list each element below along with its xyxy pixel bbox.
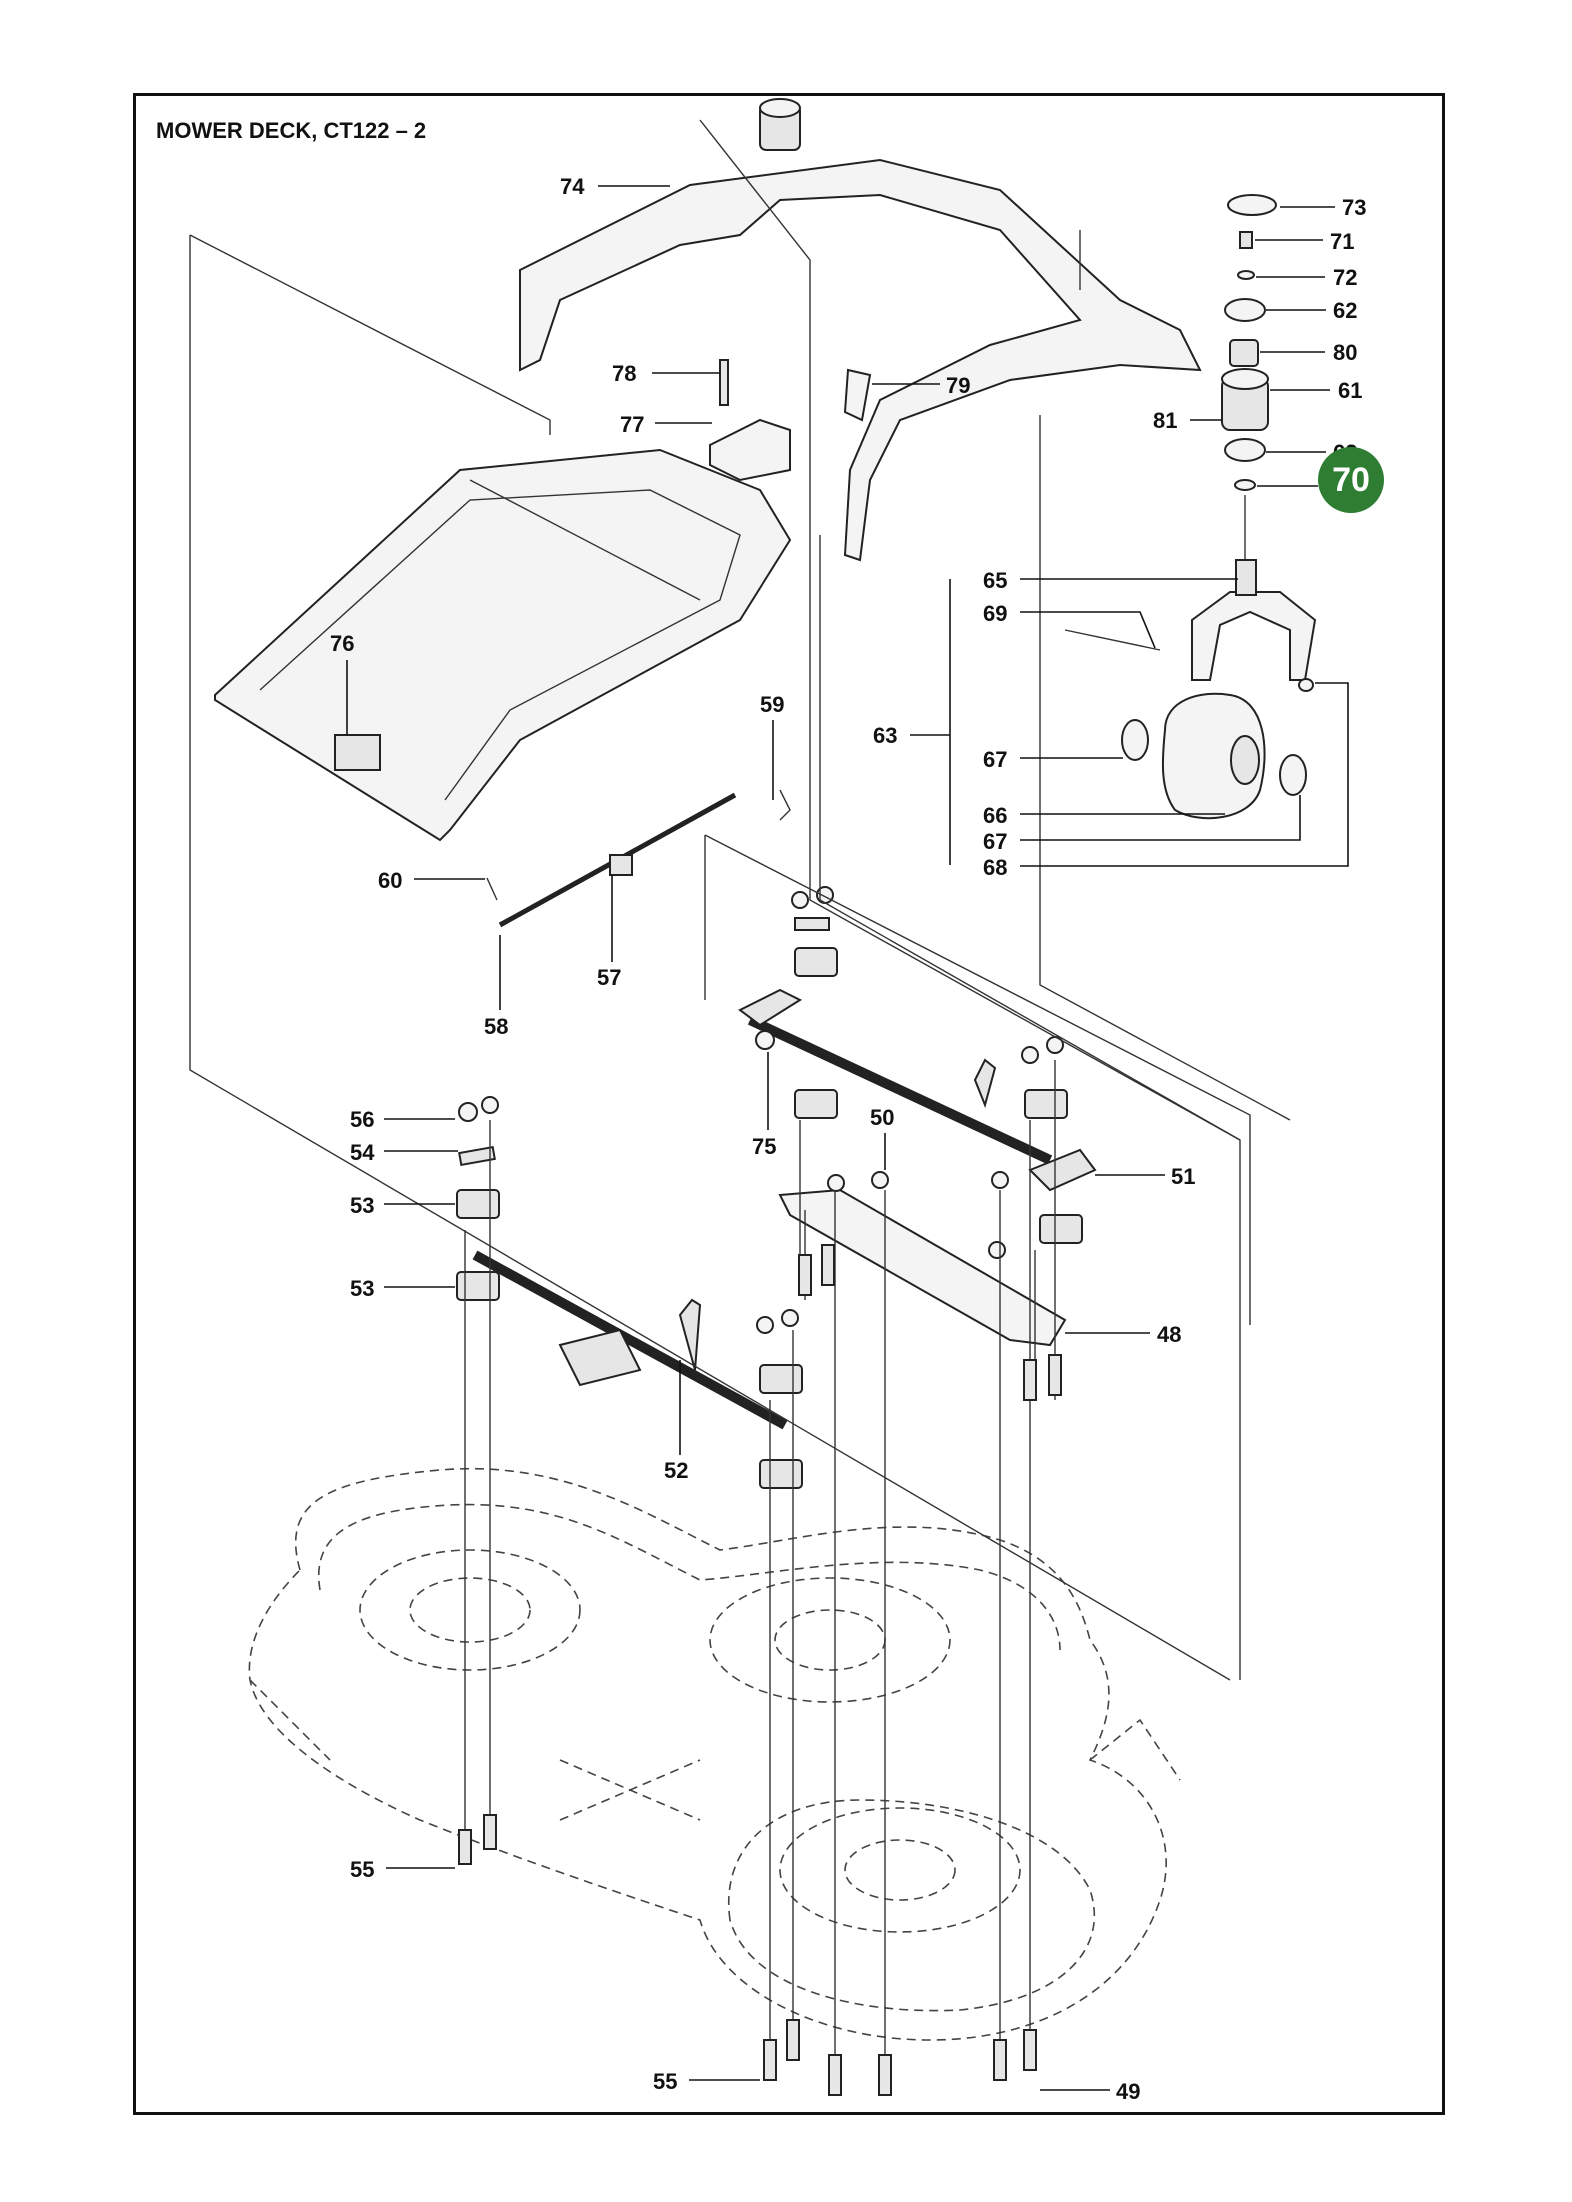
callout-54: 54 [350, 1140, 458, 1165]
label-81: 81 [1153, 408, 1177, 433]
label-73: 73 [1342, 195, 1366, 220]
label-79: 79 [946, 373, 970, 398]
label-78: 78 [612, 361, 636, 386]
callout-55-left: 55 [350, 1857, 455, 1882]
callout-61: 61 [1270, 378, 1362, 403]
callout-60: 60 [378, 868, 485, 893]
caster-wheel-assembly [1064, 194, 1317, 820]
callout-74: 74 [560, 174, 670, 199]
callout-67-bottom: 67 [983, 795, 1301, 854]
callout-73: 73 [1280, 195, 1366, 220]
callout-48: 48 [1065, 1322, 1181, 1347]
label-65: 65 [983, 568, 1007, 593]
callout-49: 49 [1040, 2079, 1140, 2104]
callout-72: 72 [1256, 265, 1357, 290]
callout-78: 78 [612, 361, 720, 386]
callout-51: 51 [1095, 1164, 1195, 1189]
label-53-bottom: 53 [350, 1276, 374, 1301]
label-55-left: 55 [350, 1857, 374, 1882]
rear-axle-51 [738, 988, 1097, 1192]
callout-53-top: 53 [350, 1193, 455, 1218]
callout-52: 52 [664, 1360, 688, 1483]
label-67-bottom: 67 [983, 829, 1007, 854]
label-67-top: 67 [983, 747, 1007, 772]
label-74: 74 [560, 174, 585, 199]
callout-59: 59 [760, 692, 784, 800]
label-63: 63 [873, 723, 897, 748]
callout-77: 77 [620, 412, 712, 437]
label-51: 51 [1171, 1164, 1195, 1189]
assembly-guide-lines [189, 119, 1291, 1681]
lift-frame [214, 448, 792, 842]
callout-75: 75 [752, 1052, 776, 1159]
page-title: MOWER DECK, CT122 – 2 [156, 118, 427, 143]
label-52: 52 [664, 1458, 688, 1483]
label-49: 49 [1116, 2079, 1140, 2104]
callout-76: 76 [330, 631, 354, 735]
label-59: 59 [760, 692, 784, 717]
callout-50: 50 [870, 1105, 894, 1170]
hangers-and-fasteners [456, 886, 1083, 1489]
label-66: 66 [983, 803, 1007, 828]
front-axle-frame [519, 98, 1202, 562]
label-61: 61 [1338, 378, 1362, 403]
callout-69: 69 [983, 601, 1156, 649]
callout-58: 58 [484, 935, 508, 1039]
label-72: 72 [1333, 265, 1357, 290]
label-71: 71 [1330, 229, 1354, 254]
label-76: 76 [330, 631, 354, 656]
label-68: 68 [983, 855, 1007, 880]
callout-62-top: 62 [1266, 298, 1357, 323]
callout-71: 71 [1255, 229, 1354, 254]
label-55-bottom: 55 [653, 2069, 677, 2094]
callout-57: 57 [597, 875, 621, 990]
callout-63: 63 [873, 579, 951, 865]
callout-66: 66 [983, 803, 1225, 828]
front-axle-52 [472, 1250, 788, 1430]
callout-56: 56 [350, 1107, 455, 1132]
callout-55-bottom: 55 [653, 2069, 760, 2094]
label-77: 77 [620, 412, 644, 437]
label-75: 75 [752, 1134, 776, 1159]
label-80: 80 [1333, 340, 1357, 365]
callout-81: 81 [1153, 408, 1222, 433]
callout-68: 68 [983, 682, 1349, 880]
callout-80: 80 [1260, 340, 1357, 365]
bolt-axis-lines [464, 1060, 1056, 2095]
callout-53-bottom: 53 [350, 1276, 455, 1301]
callout-67-top: 67 [983, 747, 1123, 772]
label-56: 56 [350, 1107, 374, 1132]
label-48: 48 [1157, 1322, 1181, 1347]
clip-79 [843, 368, 872, 422]
label-60: 60 [378, 868, 402, 893]
label-58: 58 [484, 1014, 508, 1039]
label-54: 54 [350, 1140, 375, 1165]
bolts-55-49 [458, 1244, 1062, 2096]
label-53-top: 53 [350, 1193, 374, 1218]
mower-deck-housing [248, 1467, 1181, 2041]
callout-65: 65 [983, 568, 1238, 593]
lift-linkage-rod [486, 789, 791, 928]
label-50: 50 [870, 1105, 894, 1130]
label-57: 57 [597, 965, 621, 990]
bracket-77 [709, 359, 791, 482]
diagram-frame [133, 93, 1445, 2115]
highlighted-part-badge: 70 [1318, 447, 1384, 513]
label-62-top: 62 [1333, 298, 1357, 323]
callout-79: 79 [872, 373, 970, 398]
label-69: 69 [983, 601, 1007, 626]
